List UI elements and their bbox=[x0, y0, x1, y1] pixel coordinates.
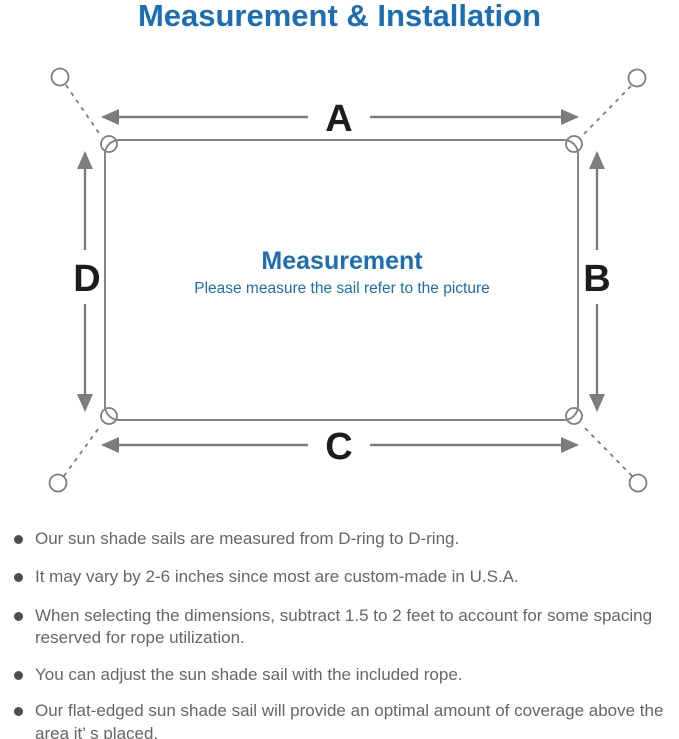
diagram-center-title: Measurement bbox=[261, 247, 423, 275]
shade-sail-outline bbox=[104, 139, 579, 421]
bullet-icon bbox=[14, 573, 23, 583]
dimension-label-d: D bbox=[73, 258, 100, 300]
dimension-label-a: A bbox=[325, 98, 352, 140]
note-text: When selecting the dimensions, subtract … bbox=[35, 605, 653, 648]
bullet-icon bbox=[14, 670, 23, 680]
anchor-point-bottom-left bbox=[48, 473, 68, 493]
page-title: Measurement & Installation bbox=[137, 0, 542, 33]
list-item: It may vary by 2-6 inches since most are… bbox=[10, 566, 673, 588]
diagram-center-subtitle: Please measure the sail refer to the pic… bbox=[194, 280, 490, 297]
bullet-icon bbox=[14, 611, 23, 621]
note-text: Our sun shade sails are measured from D-… bbox=[35, 529, 460, 548]
corner-rope-lines bbox=[63, 84, 633, 477]
list-item: You can adjust the sun shade sail with t… bbox=[10, 664, 673, 686]
anchor-point-top-left bbox=[50, 67, 70, 87]
note-text: It may vary by 2-6 inches since most are… bbox=[35, 567, 519, 587]
bullet-icon bbox=[14, 535, 23, 544]
note-text: Our flat-edged sun shade sail will provi… bbox=[35, 701, 664, 739]
bullet-icon bbox=[14, 707, 23, 717]
anchor-point-top-right bbox=[627, 68, 647, 88]
dimension-arrows bbox=[77, 109, 605, 453]
note-text: You can adjust the sun shade sail with t… bbox=[35, 664, 463, 684]
anchor-point-bottom-right bbox=[628, 473, 648, 493]
measurement-notes-list: Our sun shade sails are measured from D-… bbox=[10, 528, 673, 739]
dimension-label-b: B bbox=[583, 258, 610, 300]
anchor-point-rings bbox=[48, 67, 648, 493]
sail-measurement-diagram: A C D B Measurement Please measure the s… bbox=[48, 67, 648, 493]
list-item: Our flat-edged sun shade sail will provi… bbox=[10, 700, 673, 739]
dimension-label-c: C bbox=[325, 426, 352, 468]
list-item: Our sun shade sails are measured from D-… bbox=[10, 528, 673, 550]
list-item: When selecting the dimensions, subtract … bbox=[10, 605, 673, 650]
